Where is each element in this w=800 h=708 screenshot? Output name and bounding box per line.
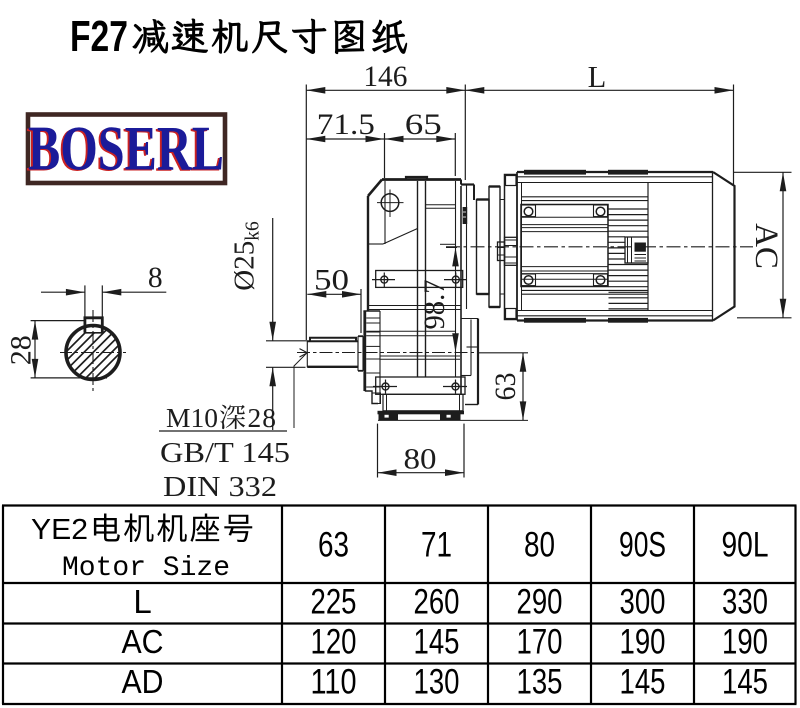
svg-text:BOSERL: BOSERL xyxy=(28,114,224,184)
svg-text:170: 170 xyxy=(517,623,563,662)
svg-text:260: 260 xyxy=(414,583,460,622)
svg-text:110: 110 xyxy=(311,663,357,702)
svg-text:120: 120 xyxy=(311,623,357,662)
svg-text:GB/T 145: GB/T 145 xyxy=(160,438,290,469)
svg-text:AD: AD xyxy=(122,663,164,700)
svg-text:63: 63 xyxy=(489,373,522,401)
svg-text:190: 190 xyxy=(722,623,768,662)
svg-text:300: 300 xyxy=(620,583,666,622)
svg-text:90L: 90L xyxy=(722,526,769,565)
svg-text:F27: F27 xyxy=(70,12,128,61)
svg-text:145: 145 xyxy=(620,663,666,702)
svg-text:71: 71 xyxy=(421,526,452,565)
svg-text:28: 28 xyxy=(248,402,278,433)
svg-text:146: 146 xyxy=(363,60,407,93)
svg-text:65: 65 xyxy=(405,109,442,141)
svg-text:M10: M10 xyxy=(166,402,218,433)
svg-text:Motor Size: Motor Size xyxy=(62,553,230,584)
svg-text:L: L xyxy=(133,583,151,620)
svg-text:AC: AC xyxy=(748,223,784,269)
svg-text:63: 63 xyxy=(318,526,349,565)
svg-text:190: 190 xyxy=(620,623,666,662)
svg-text:L: L xyxy=(588,60,607,94)
svg-text:135: 135 xyxy=(517,663,563,702)
svg-text:YE2: YE2 xyxy=(31,514,88,546)
svg-text:80: 80 xyxy=(404,444,437,476)
svg-text:90S: 90S xyxy=(619,526,666,565)
svg-text:80: 80 xyxy=(524,526,555,565)
svg-text:225: 225 xyxy=(311,583,357,622)
svg-text:DIN 332: DIN 332 xyxy=(163,472,277,503)
svg-text:98.7: 98.7 xyxy=(418,280,451,330)
svg-text:290: 290 xyxy=(517,583,563,622)
svg-text:28: 28 xyxy=(4,335,37,365)
svg-text:AC: AC xyxy=(122,623,164,660)
svg-text:130: 130 xyxy=(414,663,460,702)
svg-text:BOSERL: BOSERL xyxy=(26,114,222,184)
svg-text:8: 8 xyxy=(148,262,163,294)
svg-text:71.5: 71.5 xyxy=(317,109,375,141)
svg-text:50: 50 xyxy=(314,265,349,297)
svg-text:145: 145 xyxy=(414,623,460,662)
svg-text:145: 145 xyxy=(722,663,768,702)
svg-text:330: 330 xyxy=(722,583,768,622)
